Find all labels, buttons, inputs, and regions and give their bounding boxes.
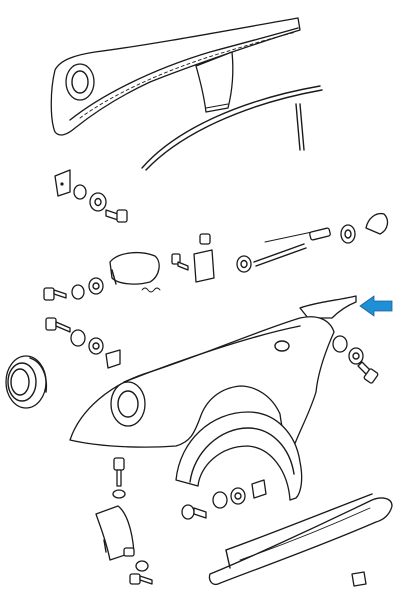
fastener-row-middle: [43, 277, 104, 301]
front-fender: [69, 316, 335, 448]
rocker-panel: [208, 493, 393, 587]
hood-latch-assembly: [109, 212, 389, 293]
hood-trim-strip: [141, 85, 323, 171]
fastener-right: [332, 335, 379, 384]
wheel-arch-liner: [175, 411, 303, 501]
fastener-row-bottom: [112, 457, 267, 520]
highlighted-bracket: [299, 295, 357, 319]
headlight-bucket: [5, 355, 48, 409]
fastener-row-lower: [45, 317, 121, 369]
fastener-row-upper: [54, 169, 128, 223]
highlight-arrow: [359, 295, 393, 317]
support-bracket: [95, 505, 153, 585]
upper-fender-panel: [50, 17, 301, 136]
